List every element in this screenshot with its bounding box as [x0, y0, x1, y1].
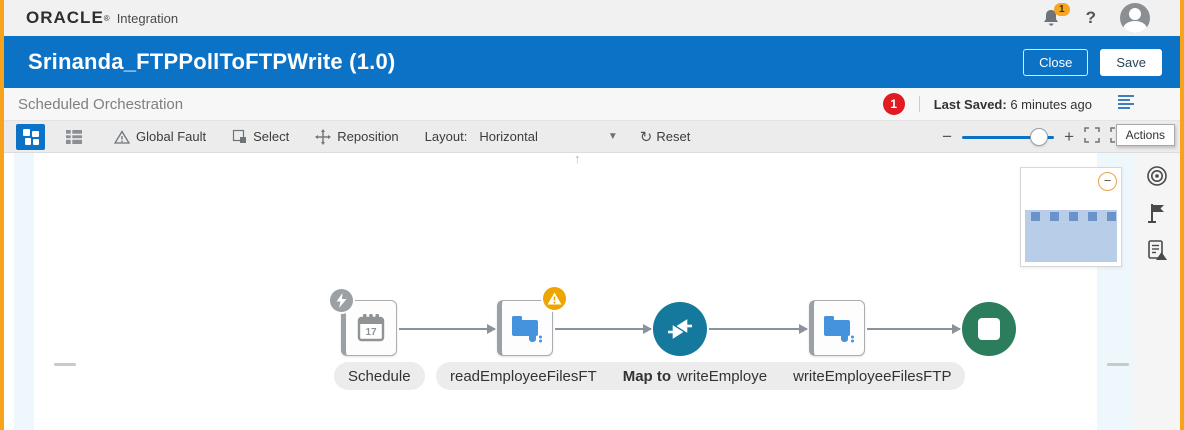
fullscreen-icon: [1084, 127, 1100, 143]
global-header: ORACLE ® Integration 1 ?: [4, 0, 1180, 36]
oracle-logo: ORACLE: [26, 8, 104, 27]
zoom-out-button[interactable]: −: [942, 126, 953, 146]
notes-warning-icon: [1147, 240, 1167, 260]
product-name: Integration: [116, 10, 179, 26]
node-map[interactable]: [653, 302, 707, 356]
minimap-node: [1050, 212, 1059, 221]
label-schedule[interactable]: Schedule: [334, 362, 425, 390]
help-button[interactable]: ?: [1085, 8, 1096, 27]
warning-triangle-icon: [114, 129, 130, 144]
canvas-side-rail: [1133, 153, 1180, 430]
warning-icon: [547, 292, 562, 305]
divider: [918, 96, 920, 112]
canvas-toolbar: Global Fault Select Reposition Layout: H…: [4, 121, 1180, 153]
page-title: Srinanda_FTPPollToFTPWrite (1.0): [28, 49, 396, 74]
error-count-badge[interactable]: 1: [882, 93, 905, 115]
label-read[interactable]: readEmployeeFilesFT: [450, 367, 597, 385]
ftp-adapter-icon: [512, 316, 542, 343]
caret-down-icon: ▼: [607, 131, 618, 142]
node-writeEmployeeFilesFTP[interactable]: [809, 300, 865, 356]
last-saved-label: Last Saved:: [933, 96, 1007, 112]
target-icon: [1146, 166, 1167, 186]
actions-tooltip: Actions: [1115, 124, 1175, 146]
milestones-button[interactable]: [1145, 201, 1169, 225]
grid-view-icon: [65, 129, 82, 144]
label-write[interactable]: writeEmployeeFilesFTP: [793, 367, 952, 385]
minimap[interactable]: −: [1020, 167, 1122, 267]
select-label: Select: [253, 129, 290, 144]
svg-text:17: 17: [365, 327, 377, 338]
global-fault-label: Global Fault: [136, 129, 207, 144]
actions-menu-icon: [1118, 94, 1134, 109]
canvas-left-gutter: [14, 153, 34, 430]
grid-view-button[interactable]: [59, 124, 88, 150]
connector: [709, 324, 808, 334]
stop-icon: [978, 318, 1000, 340]
connector: [867, 324, 961, 334]
errors-report-button[interactable]: [1145, 238, 1169, 262]
minimap-node: [1069, 212, 1078, 221]
avatar[interactable]: [1120, 3, 1150, 33]
select-icon: [232, 129, 247, 143]
select-button[interactable]: Select: [232, 129, 289, 144]
scroll-up-hint: ↑: [574, 151, 581, 166]
last-saved-status: Last Saved: 6 minutes ago: [934, 97, 1092, 112]
minimap-node: [1031, 212, 1040, 221]
node-readEmployeeFilesFTP[interactable]: [497, 285, 568, 356]
reposition-button[interactable]: Reposition: [315, 128, 399, 145]
minimap-viewport[interactable]: [1025, 210, 1117, 262]
layout-select[interactable]: Layout: Horizontal ▼: [425, 129, 618, 144]
zoom-in-button[interactable]: +: [1064, 126, 1074, 146]
left-scroll-marker: [54, 363, 76, 366]
fit-to-screen-button[interactable]: [1084, 127, 1100, 146]
zoom-slider[interactable]: [962, 127, 1055, 147]
orchestration-canvas[interactable]: ↑ 17: [4, 151, 1180, 430]
minimap-node: [1088, 212, 1097, 221]
label-map-prefix[interactable]: Map to: [622, 367, 672, 385]
layout-label: Layout:: [424, 129, 468, 144]
minimap-collapse-button[interactable]: −: [1098, 172, 1117, 191]
lightning-icon: [336, 293, 347, 308]
label-map[interactable]: writeEmploye: [677, 367, 768, 385]
reset-label: Reset: [656, 129, 691, 144]
notifications-button[interactable]: 1: [1040, 3, 1070, 29]
layout-value: Horizontal: [479, 129, 538, 144]
flag-icon: [1147, 204, 1164, 223]
schedule-trigger-badge[interactable]: [328, 287, 355, 314]
ftp-adapter-icon: [824, 316, 854, 343]
orchestration-type-label: Scheduled Orchestration: [18, 95, 184, 113]
calendar-icon: 17: [357, 314, 385, 342]
canvas-view-icon: [22, 128, 39, 145]
reset-icon: ↻: [639, 128, 653, 146]
reposition-label: Reposition: [337, 129, 399, 144]
integration-title-bar: Srinanda_FTPPollToFTPWrite (1.0) Close S…: [4, 36, 1180, 88]
node-schedule[interactable]: 17: [328, 287, 397, 356]
connector: [399, 324, 496, 334]
minimap-node: [1107, 212, 1116, 221]
right-scroll-marker: [1107, 363, 1129, 366]
canvas-view-button[interactable]: [16, 123, 45, 150]
subheader: Scheduled Orchestration 1 Last Saved: 6 …: [4, 88, 1180, 121]
connector: [555, 324, 652, 334]
notification-badge: 1: [1054, 3, 1070, 16]
actions-menu-button[interactable]: [1116, 94, 1136, 115]
global-fault-button[interactable]: Global Fault: [114, 129, 206, 144]
node-end[interactable]: [962, 302, 1016, 356]
goto-target-button[interactable]: [1145, 164, 1169, 188]
oracle-logo-mark: ®: [103, 13, 110, 23]
last-saved-value: 6 minutes ago: [1010, 96, 1092, 112]
reset-button[interactable]: ↻ Reset: [640, 128, 691, 146]
map-icon: [668, 319, 692, 339]
label-strip[interactable]: readEmployeeFilesFT Map to writeEmploye …: [436, 362, 966, 390]
zoom-slider-track: [962, 135, 1055, 139]
close-button[interactable]: Close: [1023, 48, 1089, 76]
warning-badge[interactable]: [541, 285, 568, 312]
save-button[interactable]: Save: [1100, 48, 1162, 76]
zoom-slider-knob[interactable]: [1030, 127, 1049, 146]
reposition-icon: [315, 128, 332, 145]
